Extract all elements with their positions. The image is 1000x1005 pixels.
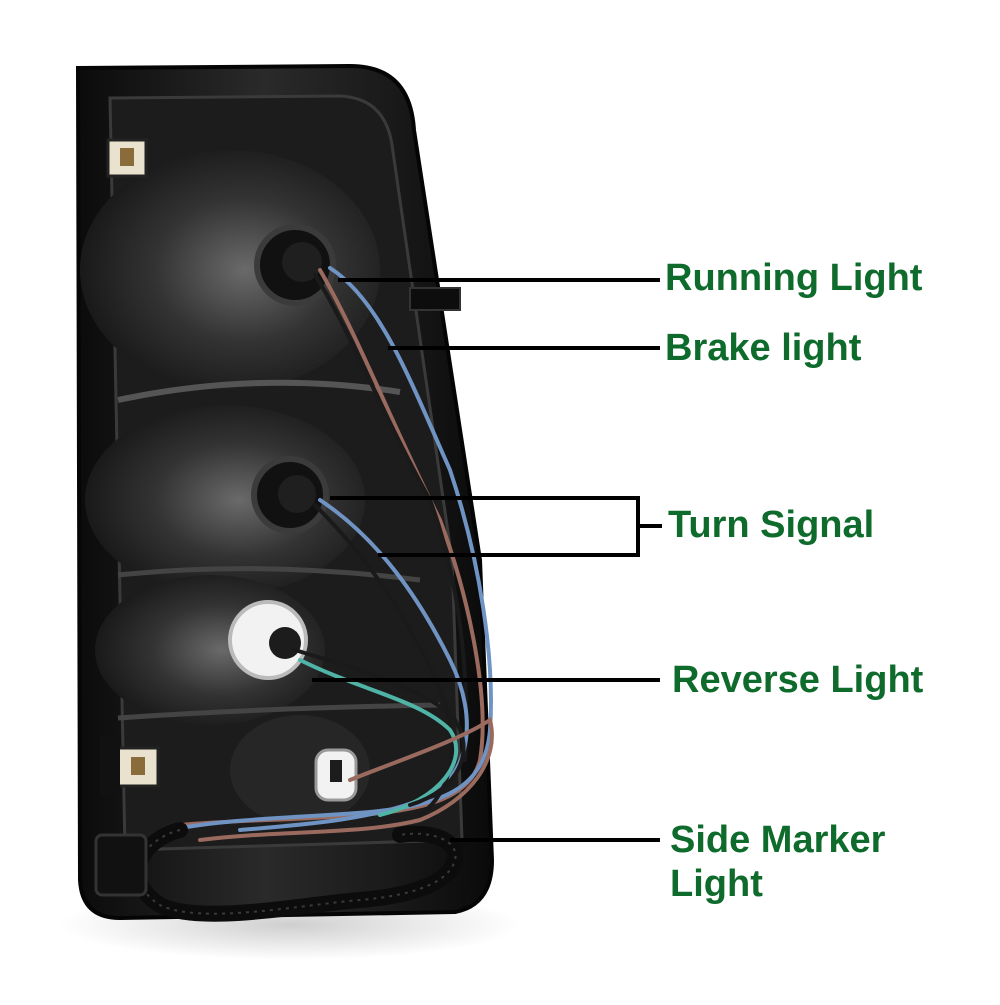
turn-signal-text: Turn Signal	[668, 504, 875, 546]
socket-reverse	[228, 600, 308, 680]
middle-reflector	[85, 405, 365, 595]
ridge-3	[117, 702, 441, 721]
label-side-marker-light: Side Marker Light	[670, 818, 885, 906]
label-brake-light: Brake light	[665, 326, 861, 370]
brake-light-text: Brake light	[665, 327, 862, 369]
side-marker-text-line2: Light	[670, 863, 763, 905]
wire-black-running	[313, 273, 469, 762]
wire-black-turn	[313, 503, 454, 817]
wire-brown-lower	[198, 716, 494, 842]
ridge-1	[117, 379, 401, 403]
label-turn-signal: Turn Signal	[668, 503, 874, 547]
wire-black-reverse	[293, 648, 466, 807]
wire-brown-running	[178, 268, 485, 827]
wire-teal-reverse	[298, 658, 459, 817]
harness-connector	[94, 833, 148, 897]
upper-reflector	[80, 150, 380, 390]
wire-blue-turn	[238, 498, 469, 832]
label-running-light: Running Light	[665, 256, 922, 300]
wire-clip	[409, 287, 461, 311]
side-marker-text-line1: Side Marker	[670, 819, 886, 861]
running-light-text: Running Light	[665, 257, 923, 299]
label-reverse-light: Reverse Light	[672, 658, 923, 702]
ridge-2	[117, 566, 421, 583]
reverse-light-text: Reverse Light	[672, 659, 924, 701]
